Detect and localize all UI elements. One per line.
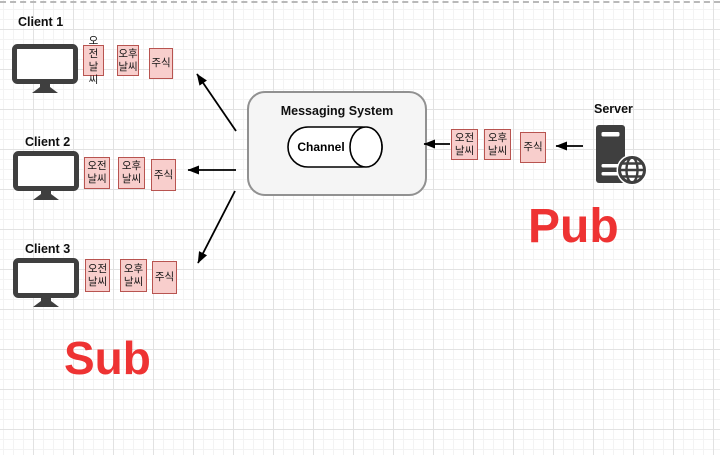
message-box-stock[interactable]: 주식: [149, 48, 173, 79]
message-box-stock[interactable]: 주식: [152, 261, 177, 294]
canvas-bottom-margin: [0, 455, 720, 465]
message-box-stock[interactable]: 주식: [520, 132, 546, 163]
client1-label[interactable]: Client 1: [18, 15, 64, 29]
monitor-icon[interactable]: [13, 150, 79, 202]
monitor-icon[interactable]: [12, 44, 78, 94]
message-box-afternoon-weather[interactable]: 오후 날씨: [120, 259, 147, 292]
sub-text[interactable]: Sub: [64, 332, 151, 384]
server-icon[interactable]: [595, 124, 649, 186]
arrow-to-client1[interactable]: [196, 73, 237, 132]
pub-text[interactable]: Pub: [528, 200, 619, 253]
channel-cylinder[interactable]: [286, 125, 386, 169]
message-box-stock[interactable]: 주식: [151, 159, 176, 191]
client3-label[interactable]: Client 3: [25, 242, 71, 256]
message-box-afternoon-weather[interactable]: 오후 날씨: [484, 129, 511, 160]
client2-label[interactable]: Client 2: [25, 135, 71, 149]
monitor-icon[interactable]: [13, 257, 79, 309]
arrow-to-client3[interactable]: [197, 190, 236, 264]
message-box-afternoon-weather[interactable]: 오후 날씨: [117, 45, 139, 76]
server-label[interactable]: Server: [594, 102, 633, 116]
globe-icon: [616, 154, 648, 186]
message-box-morning-weather[interactable]: 오전 날씨: [83, 35, 104, 86]
messaging-system-title: Messaging System: [280, 104, 394, 118]
channel-label: Channel: [297, 140, 345, 154]
message-box-afternoon-weather[interactable]: 오후 날씨: [118, 157, 145, 189]
messaging-system-container[interactable]: Messaging System: [247, 91, 427, 196]
message-box-morning-weather[interactable]: 오전 날씨: [84, 157, 110, 189]
message-box-morning-weather[interactable]: 오전 날씨: [451, 129, 478, 160]
page-boundary-dashed-line: [0, 1, 720, 3]
message-box-morning-weather[interactable]: 오전 날씨: [85, 259, 110, 292]
